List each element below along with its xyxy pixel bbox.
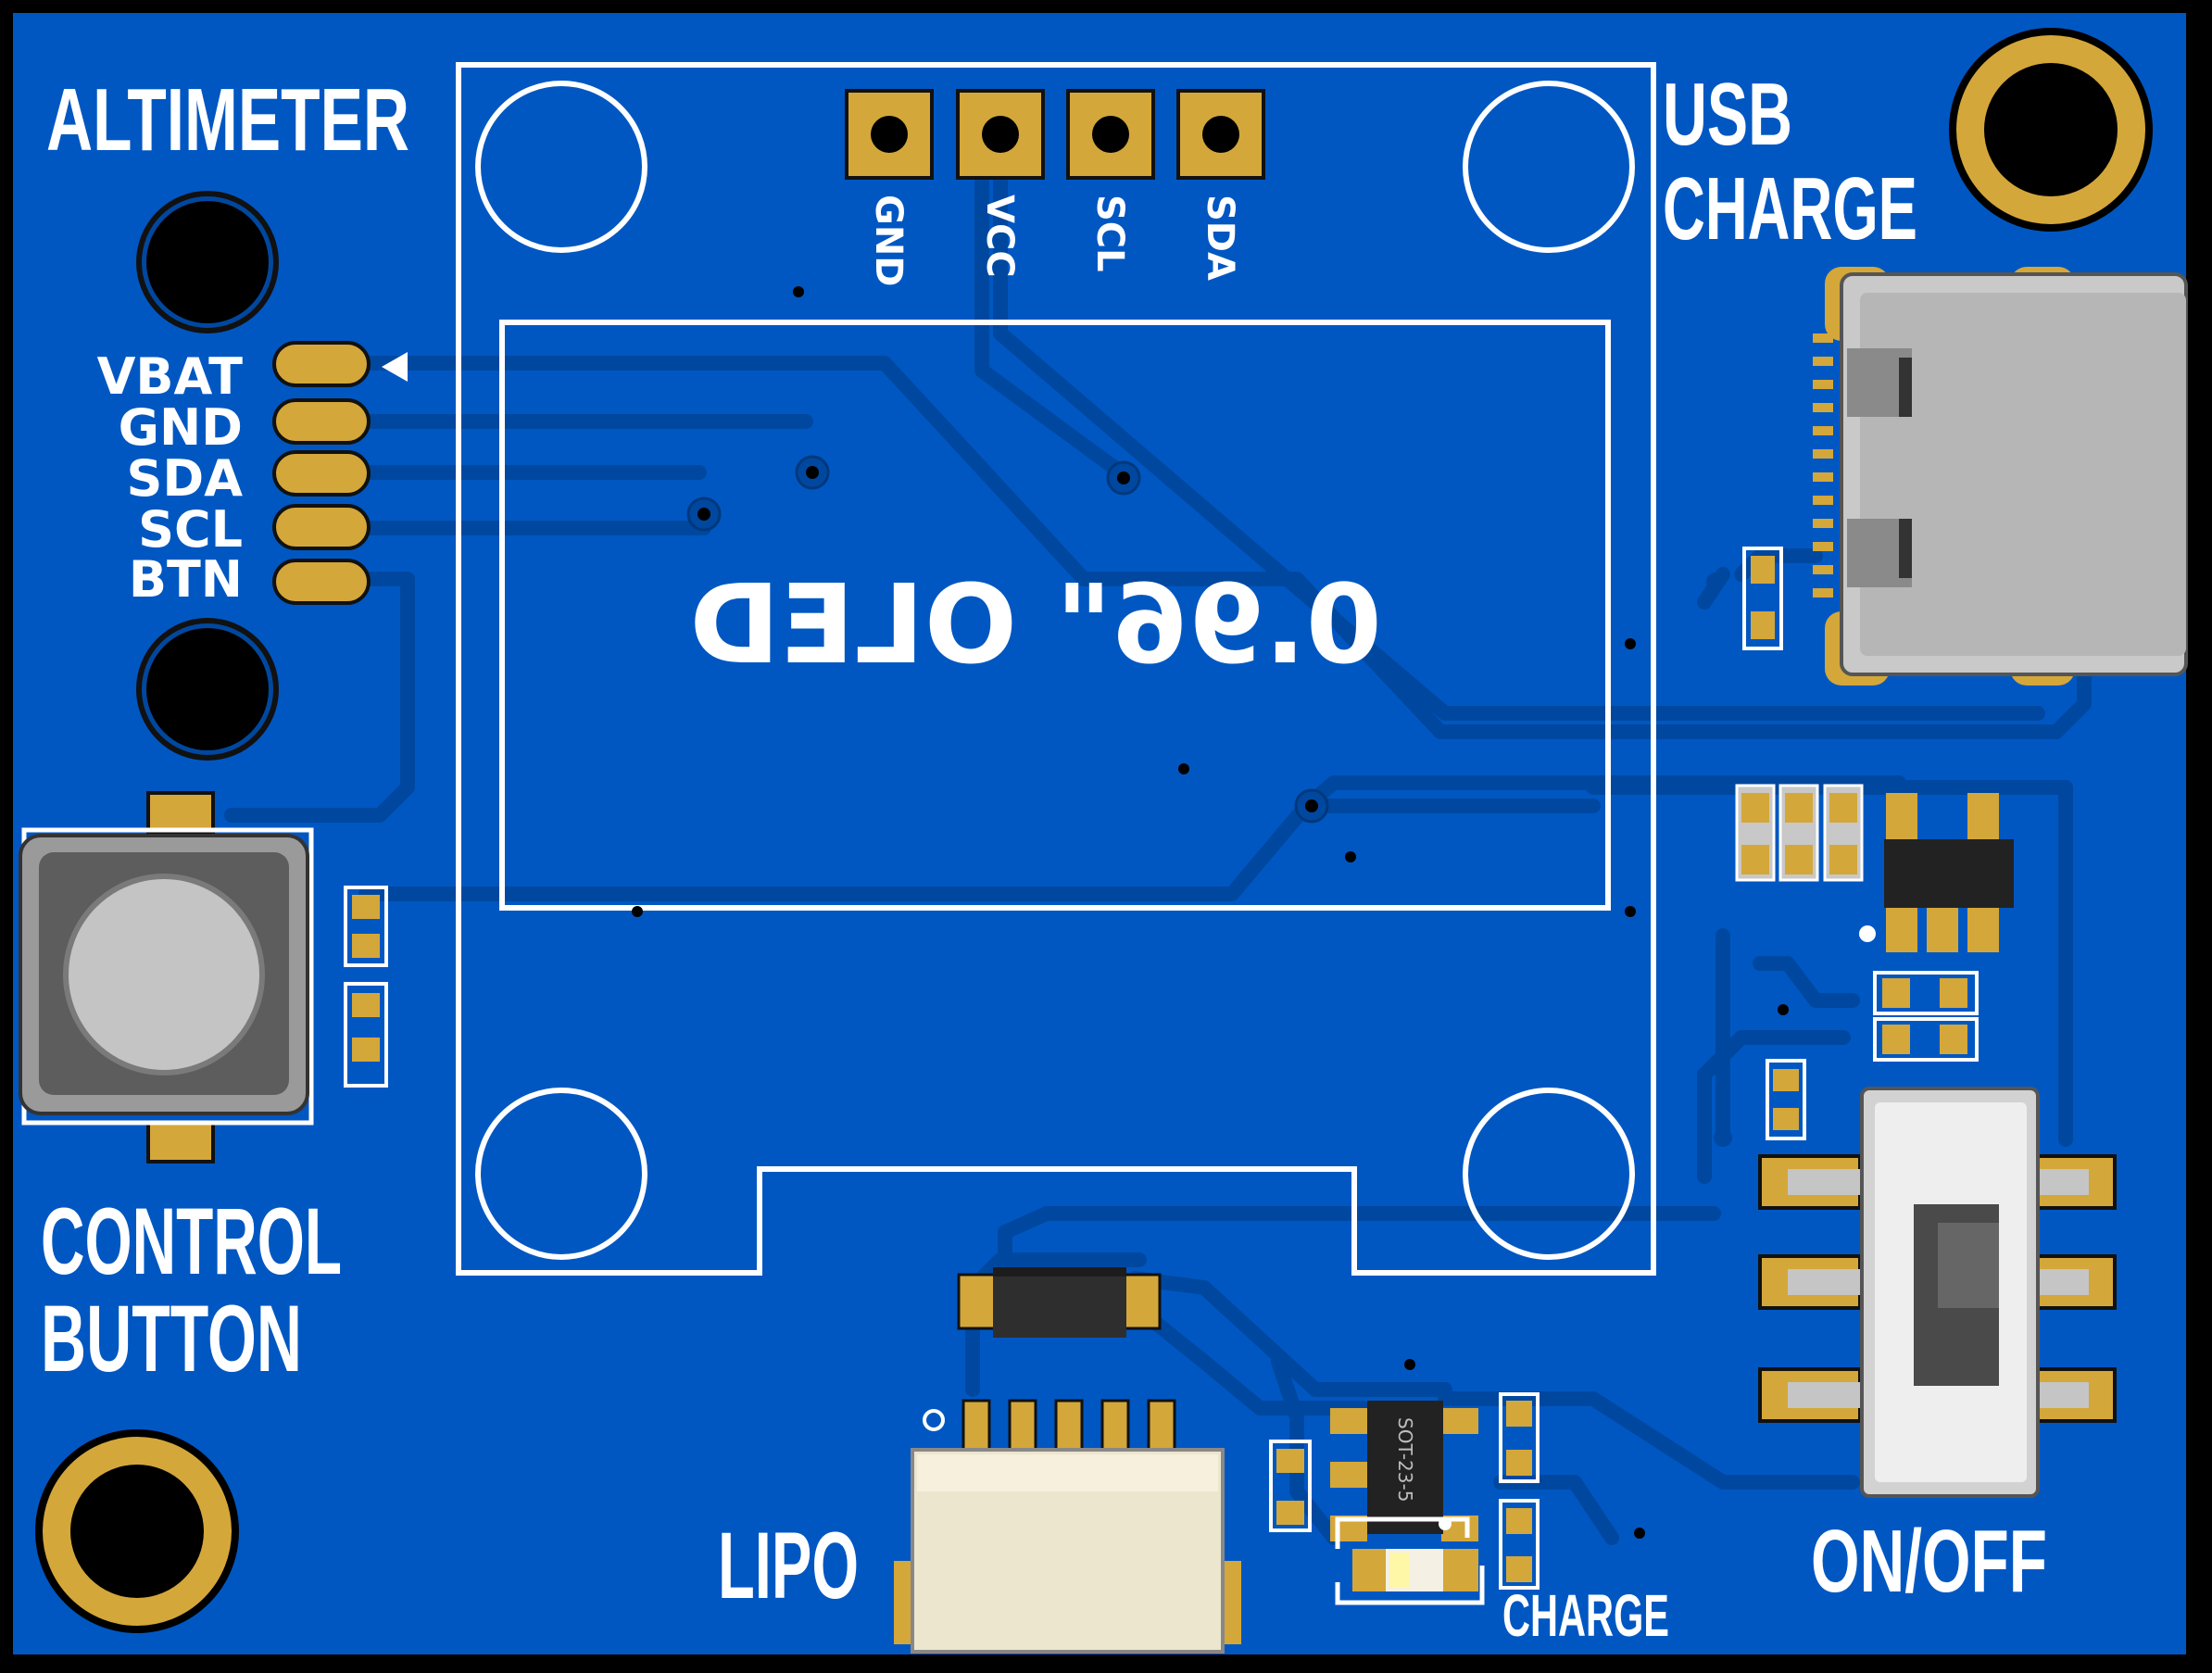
edge-pad [272, 450, 371, 497]
onoff-title: ON/OFF [1811, 1512, 2047, 1611]
edge-connector [272, 341, 408, 605]
oled-pin-label: GND [867, 195, 910, 287]
oled-label: 0.96" OLED [689, 560, 1382, 688]
usb-c-connector-icon [1813, 267, 2188, 686]
oled-pin-pad [1066, 89, 1155, 180]
oled-pin-label: SDA [1199, 195, 1241, 281]
edge-pin-label: GND [119, 398, 243, 457]
oled-pin-labels: GND VCC SCL SDA [867, 195, 1241, 287]
edge-pad [272, 398, 371, 445]
control-button-title-2: BUTTON [41, 1286, 302, 1391]
control-button-title-1: CONTROL [41, 1189, 342, 1294]
edge-pin-label: SDA [126, 449, 243, 508]
charger-passives [1735, 784, 1864, 882]
mounting-hole-icon [1463, 1088, 1635, 1260]
oled-mount-holes [475, 81, 1635, 1260]
edge-pin-label: BTN [129, 550, 243, 609]
mounting-hole-icon [136, 618, 279, 761]
edge-pin-labels: VBAT GND SDA SCL BTN [97, 347, 244, 609]
diode-icon [957, 1267, 1162, 1338]
oled-pin-pad [956, 89, 1045, 180]
oled-pin-pad [1176, 89, 1265, 180]
mounting-hole-icon [136, 191, 279, 333]
smd-resistors-middle [1766, 971, 1979, 1140]
slide-switch-icon [1758, 1087, 2117, 1498]
mounting-hole-icon [475, 1088, 647, 1260]
oled-module-outline [456, 62, 1656, 1276]
smd-resistors-left [344, 886, 388, 1088]
oled-pin-label: VCC [978, 195, 1021, 278]
board-mount-holes [35, 28, 2153, 1633]
altimeter-title: ALTIMETER [46, 70, 409, 170]
pin1-marker-icon [382, 352, 408, 382]
edge-pin-label: VBAT [97, 347, 244, 406]
mounting-hole-icon [1949, 28, 2153, 232]
charge-led-icon [1335, 1516, 1485, 1605]
copper-traces [224, 159, 2092, 1545]
smd-capacitor-usb [1742, 547, 1783, 650]
charge-led-label: CHARGE [1502, 1582, 1669, 1649]
oled-pin-label: SCL [1088, 195, 1131, 272]
usb-charge-title-2: CHARGE [1663, 159, 1917, 258]
oled-pin-pad [845, 89, 934, 180]
edge-pin-label: SCL [138, 500, 243, 559]
mounting-hole-icon [35, 1429, 239, 1633]
lipo-title: LIPO [718, 1513, 859, 1618]
mounting-hole-icon [1463, 81, 1635, 253]
usb-charge-title-1: USB [1663, 65, 1792, 164]
charger-ic [1859, 793, 2014, 952]
oled-pin-header [845, 89, 1265, 180]
vias [632, 286, 1789, 1539]
tactile-button-icon [19, 791, 314, 1164]
mounting-hole-icon [475, 81, 647, 253]
edge-pad [272, 504, 371, 550]
jst-connector-icon [894, 1399, 1241, 1654]
edge-pad [272, 559, 371, 605]
edge-pad [272, 341, 371, 387]
regulator-passives [1269, 1392, 1540, 1590]
sot-label: SOT-23-5 [1394, 1417, 1416, 1502]
